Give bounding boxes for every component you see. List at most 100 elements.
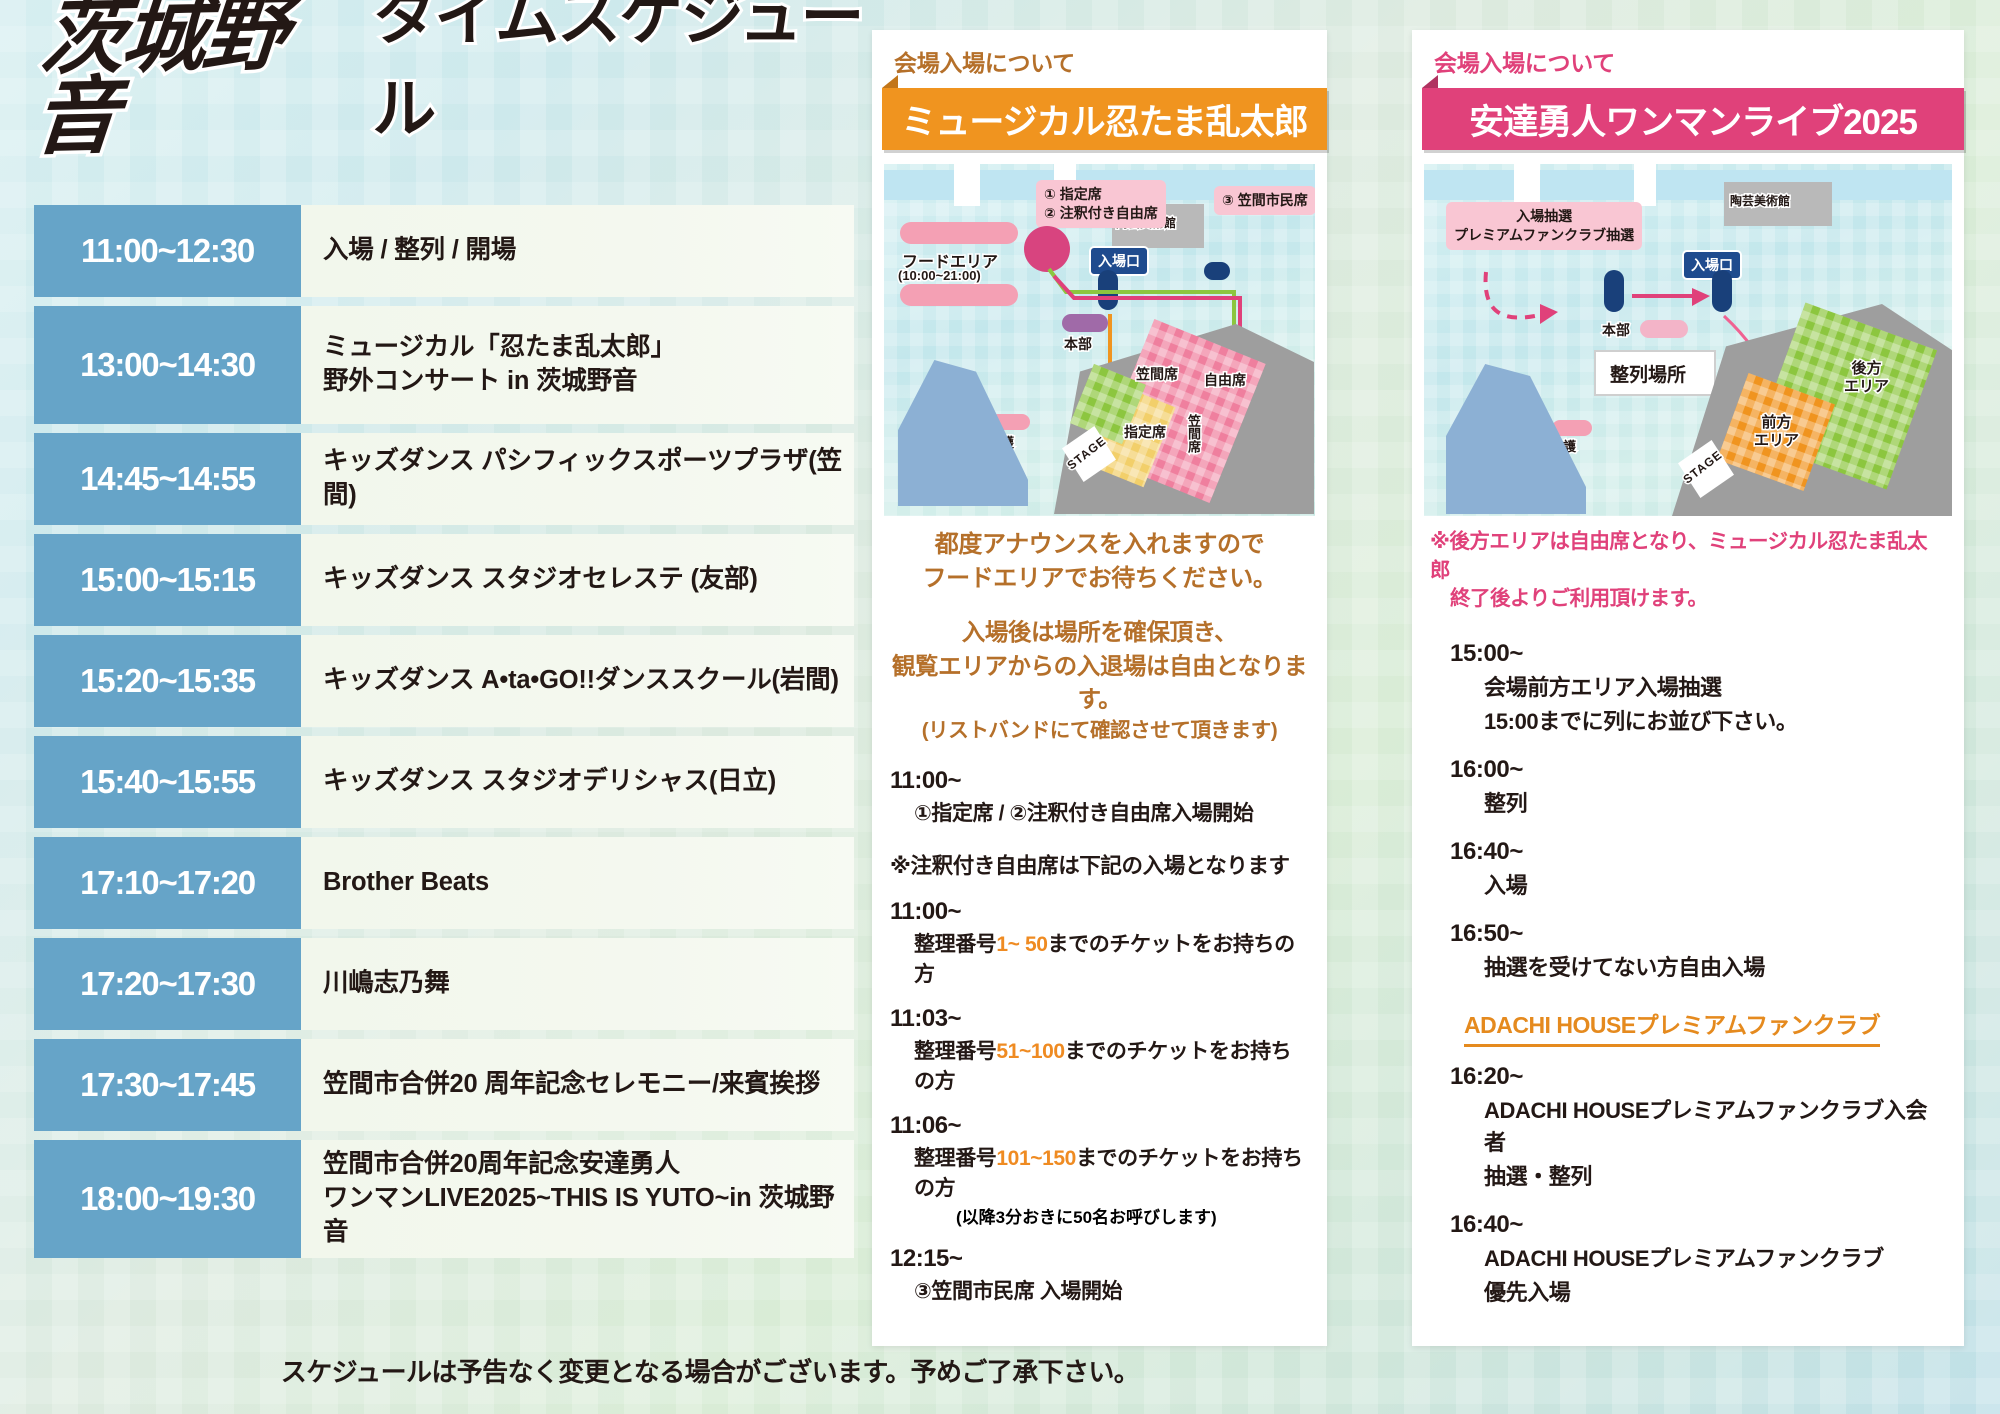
panelB-block: 16:00~整列: [1450, 756, 1946, 818]
panelA-entry-suffix: までのチケットをお持ちの方: [914, 933, 1295, 987]
map-entrance-gate-2: [1204, 262, 1230, 280]
map-back-l2: エリア: [1842, 377, 1890, 397]
schedule-description-line: 入場 / 整列 / 開場: [323, 236, 517, 265]
panelA-lead2-line1: 入場後は場所を確保頂き、: [961, 619, 1238, 646]
panelA-lead2-line3: (リストバンドにて確認させて頂きます): [921, 719, 1278, 743]
map-hq-pill: [1062, 314, 1108, 332]
map-label-kasama-seat: 笠間席: [1135, 365, 1180, 384]
venue-map-musical: 陶芸美術館 フードエリア (10:00~21:00) ① 指定席 ② 注釈付き自…: [884, 164, 1315, 516]
schedule-description-line: キッズダンス パシフィックスポーツプラザ(笠間): [323, 447, 842, 509]
panelB-block-sub: ADACHI HOUSEプレミアムファンクラブ入会者: [1484, 1098, 1928, 1156]
schedule-description: 笠間市合併20周年記念安達勇人ワンマンLIVE2025~THIS IS YUTO…: [301, 1140, 854, 1258]
schedule-description-line: ミュージカル「忍たま乱太郎」: [323, 333, 676, 362]
panelA-entry: 11:06~整理番号101~150までのチケットをお持ちの方(以降3分おきに50…: [890, 1112, 1309, 1228]
schedule-description-line: 笠間市合併20 周年記念セレモニー/来賓挨拶: [323, 1070, 821, 1099]
map-label-hq: 本部: [1063, 335, 1094, 354]
schedule-row: 15:00~15:15 キッズダンス スタジオセレステ (友部): [34, 534, 854, 626]
panelA-entry-sub: 整理番号1~ 50までのチケットをお持ちの方: [914, 928, 1309, 988]
page-title: 茨城野音 タイムスケジュール: [27, 0, 918, 170]
map-lineup-box: [1594, 350, 1716, 396]
map-front-l1: 前方: [1760, 413, 1793, 433]
panelA-entry: 11:00~整理番号1~ 50までのチケットをお持ちの方: [890, 898, 1309, 988]
panelA-entry-suffix: までのチケットをお持ちの方: [914, 1147, 1303, 1201]
schedule-time: 15:00~15:15: [34, 534, 301, 626]
schedule-description-line: ワンマンLIVE2025~THIS IS YUTO~in 茨城野音: [323, 1184, 835, 1246]
panelB-block: 15:00~ 会場前方エリア入場抽選 15:00までに列にお並び下さい。: [1450, 640, 1946, 736]
panelA-entry-time: 11:03~: [890, 1005, 962, 1033]
schedule-description: 川嶋志乃舞: [301, 938, 854, 1030]
panelB-block: 16:40~入場: [1450, 838, 1946, 900]
map-road-v2-b: [1634, 164, 1656, 206]
map-label-free-seat: 自由席: [1203, 371, 1248, 390]
panel-musical: 会場入場について ミュージカル忍たま乱太郎 陶芸美術館 フードエリア (10:0…: [872, 30, 1327, 1346]
map-callout-reserved: ① 指定席 ② 注釈付き自由席: [1036, 180, 1166, 228]
schedule-time: 15:40~15:55: [34, 736, 301, 828]
panelA-entry-sub: 整理番号101~150までのチケットをお持ちの方: [914, 1142, 1309, 1202]
map-label-museum-b: 陶芸美術館: [1728, 193, 1791, 210]
panelA-note: ※注釈付き自由席は下記の入場となります: [890, 854, 1290, 879]
panelA-entry-time: 11:06~: [890, 1112, 962, 1140]
schedule-time: 13:00~14:30: [34, 306, 301, 424]
map-entrance-label: 入場口: [1089, 246, 1149, 276]
panelB-block: 16:20~ ADACHI HOUSEプレミアムファンクラブ入会者抽選・整列: [1450, 1063, 1946, 1191]
panelB-block-sub: 15:00までに列にお並び下さい。: [1484, 709, 1798, 735]
schedule-description-line: キッズダンス スタジオセレステ (友部): [323, 565, 758, 594]
panelB-block-sub: ADACHI HOUSEプレミアムファンクラブ: [1484, 1246, 1884, 1272]
panelA-block-time: 11:00~: [890, 767, 962, 795]
panelA-entry-time: 12:15~: [890, 1245, 963, 1273]
map-building-museum-b: [1724, 182, 1832, 226]
panelA-lead2-line2: 観覧エリアからの入退場は自由となります。: [891, 652, 1308, 712]
panelB-block-sub: 抽選・整列: [1484, 1164, 1593, 1190]
panelB-body: ※後方エリアは自由席となり、ミュージカル忍たま乱太郎 終了後よりご利用頂けます。…: [1412, 516, 1964, 1307]
map-label-kasama-seat-2: 笠間席: [1185, 413, 1203, 455]
panelB-block-time: 16:20~: [1450, 1063, 1523, 1091]
panelB-header: 会場入場について: [1412, 30, 1964, 78]
panelA-entry-prefix: 整理番号: [914, 1040, 997, 1064]
schedule-description-line: キッズダンス スタジオデリシャス(日立): [323, 767, 777, 796]
schedule-description-line: Brother Beats: [323, 868, 490, 897]
panelB-block-sub: 優先入場: [1484, 1280, 1571, 1306]
panelA-entry-prefix: 整理番号: [914, 933, 997, 957]
panelB-block-time: 15:00~: [1450, 640, 1523, 668]
map-road-v1-b: [1514, 164, 1540, 206]
schedule-description-line: 笠間市合併20周年記念安達勇人: [323, 1150, 680, 1179]
schedule-description: キッズダンス スタジオデリシャス(日立): [301, 736, 854, 828]
panelA-lead-line1: 都度アナウンスを入れますので: [934, 531, 1265, 558]
panelB-fanclub-title: ADACHI HOUSEプレミアムファンクラブ: [1464, 1006, 1881, 1048]
schedule-description: キッズダンス パシフィックスポーツプラザ(笠間): [301, 433, 854, 525]
map-food-bar-1: [900, 222, 1018, 244]
schedule-time: 17:10~17:20: [34, 837, 301, 929]
schedule-description-line: キッズダンス A•ta•GO!!ダンススクール(岩間): [323, 666, 839, 695]
map-gate-b2: [1712, 270, 1732, 312]
panelA-entry-number: 51~100: [996, 1040, 1065, 1064]
schedule-description: Brother Beats: [301, 837, 854, 929]
schedule-description: キッズダンス スタジオセレステ (友部): [301, 534, 854, 626]
map-lottery-line2: プレミアムファンクラブ抽選: [1454, 226, 1635, 243]
title-subtitle: タイムスケジュール: [369, 0, 867, 148]
panelB-block-time: 16:40~: [1450, 1211, 1523, 1239]
schedule-row: 15:20~15:35 キッズダンス A•ta•GO!!ダンススクール(岩間): [34, 635, 854, 727]
map-gate-b1: [1604, 270, 1624, 312]
panelB-block-sub: 会場前方エリア入場抽選: [1484, 675, 1722, 701]
map-road-top-b: [1424, 170, 1952, 200]
panelA-lead-line2: フードエリアでお待ちください。: [922, 565, 1277, 593]
panelB-block-sub: 抽選を受けてない方自由入場: [1484, 955, 1765, 981]
panelB-band-title: 安達勇人ワンマンライブ2025: [1422, 75, 1964, 150]
panelA-lead2: 入場後は場所を確保頂き、 観覧エリアからの入退場は自由となります。 (リストバン…: [890, 616, 1309, 745]
panelB-block-sub: 整列: [1484, 791, 1528, 817]
panelA-entry-time: 11:00~: [890, 898, 962, 926]
schedule-time: 15:20~15:35: [34, 635, 301, 727]
map-label-food-time: (10:00~21:00): [897, 267, 983, 285]
panelA-entry-number: 101~150: [996, 1147, 1076, 1171]
map-label-lineup: 整列場所: [1610, 365, 1687, 386]
panelA-block-first: 11:00~ ①指定席 / ②注釈付き自由席入場開始: [890, 767, 1309, 827]
panelB-note: ※後方エリアは自由席となり、ミュージカル忍たま乱太郎 終了後よりご利用頂けます。: [1430, 528, 1946, 614]
map-label-back-area: 後方 エリア: [1842, 359, 1890, 397]
panelA-entry-sub: ③笠間市民席 入場開始: [914, 1280, 1123, 1304]
schedule-description-line: 野外コンサート in 茨城野音: [323, 367, 638, 395]
map-label-reserved-seat: 指定席: [1123, 423, 1168, 442]
